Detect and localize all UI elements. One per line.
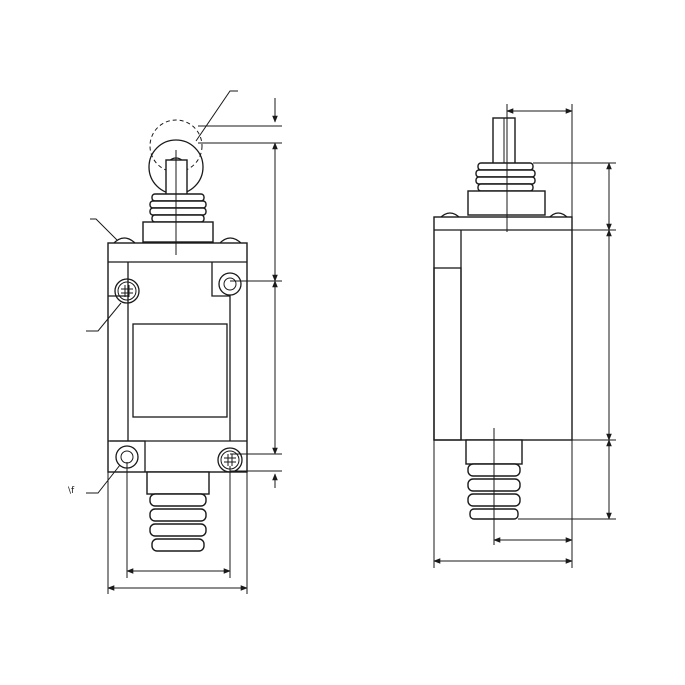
front-callouts: \f — [68, 90, 238, 496]
side-dimensions — [433, 104, 616, 568]
plunger-base — [142, 221, 214, 243]
side-view — [433, 117, 573, 545]
side-cover-strip — [433, 267, 462, 441]
leader-hole — [86, 464, 121, 494]
front-body — [107, 242, 248, 473]
side-plunger-threads — [475, 162, 536, 192]
leader-head-screw — [90, 218, 118, 241]
callout-screw-hole-label: \f — [68, 486, 75, 496]
mounting-hole-top-right — [218, 272, 242, 296]
front-view — [107, 119, 248, 552]
plunger-threads — [149, 193, 207, 223]
leader-roller — [195, 90, 238, 142]
roller-dashed-outline — [149, 119, 203, 173]
bottom-left-hole-surround — [110, 440, 146, 472]
front-dimensions — [107, 98, 282, 594]
side-body — [433, 216, 573, 441]
gland-fins — [149, 493, 207, 552]
label-window — [132, 323, 228, 418]
screw-top-left-icon — [114, 278, 140, 304]
mounting-hole-top-right-inner — [223, 277, 237, 291]
gland-neck — [146, 471, 210, 495]
leader-screw — [86, 302, 122, 332]
